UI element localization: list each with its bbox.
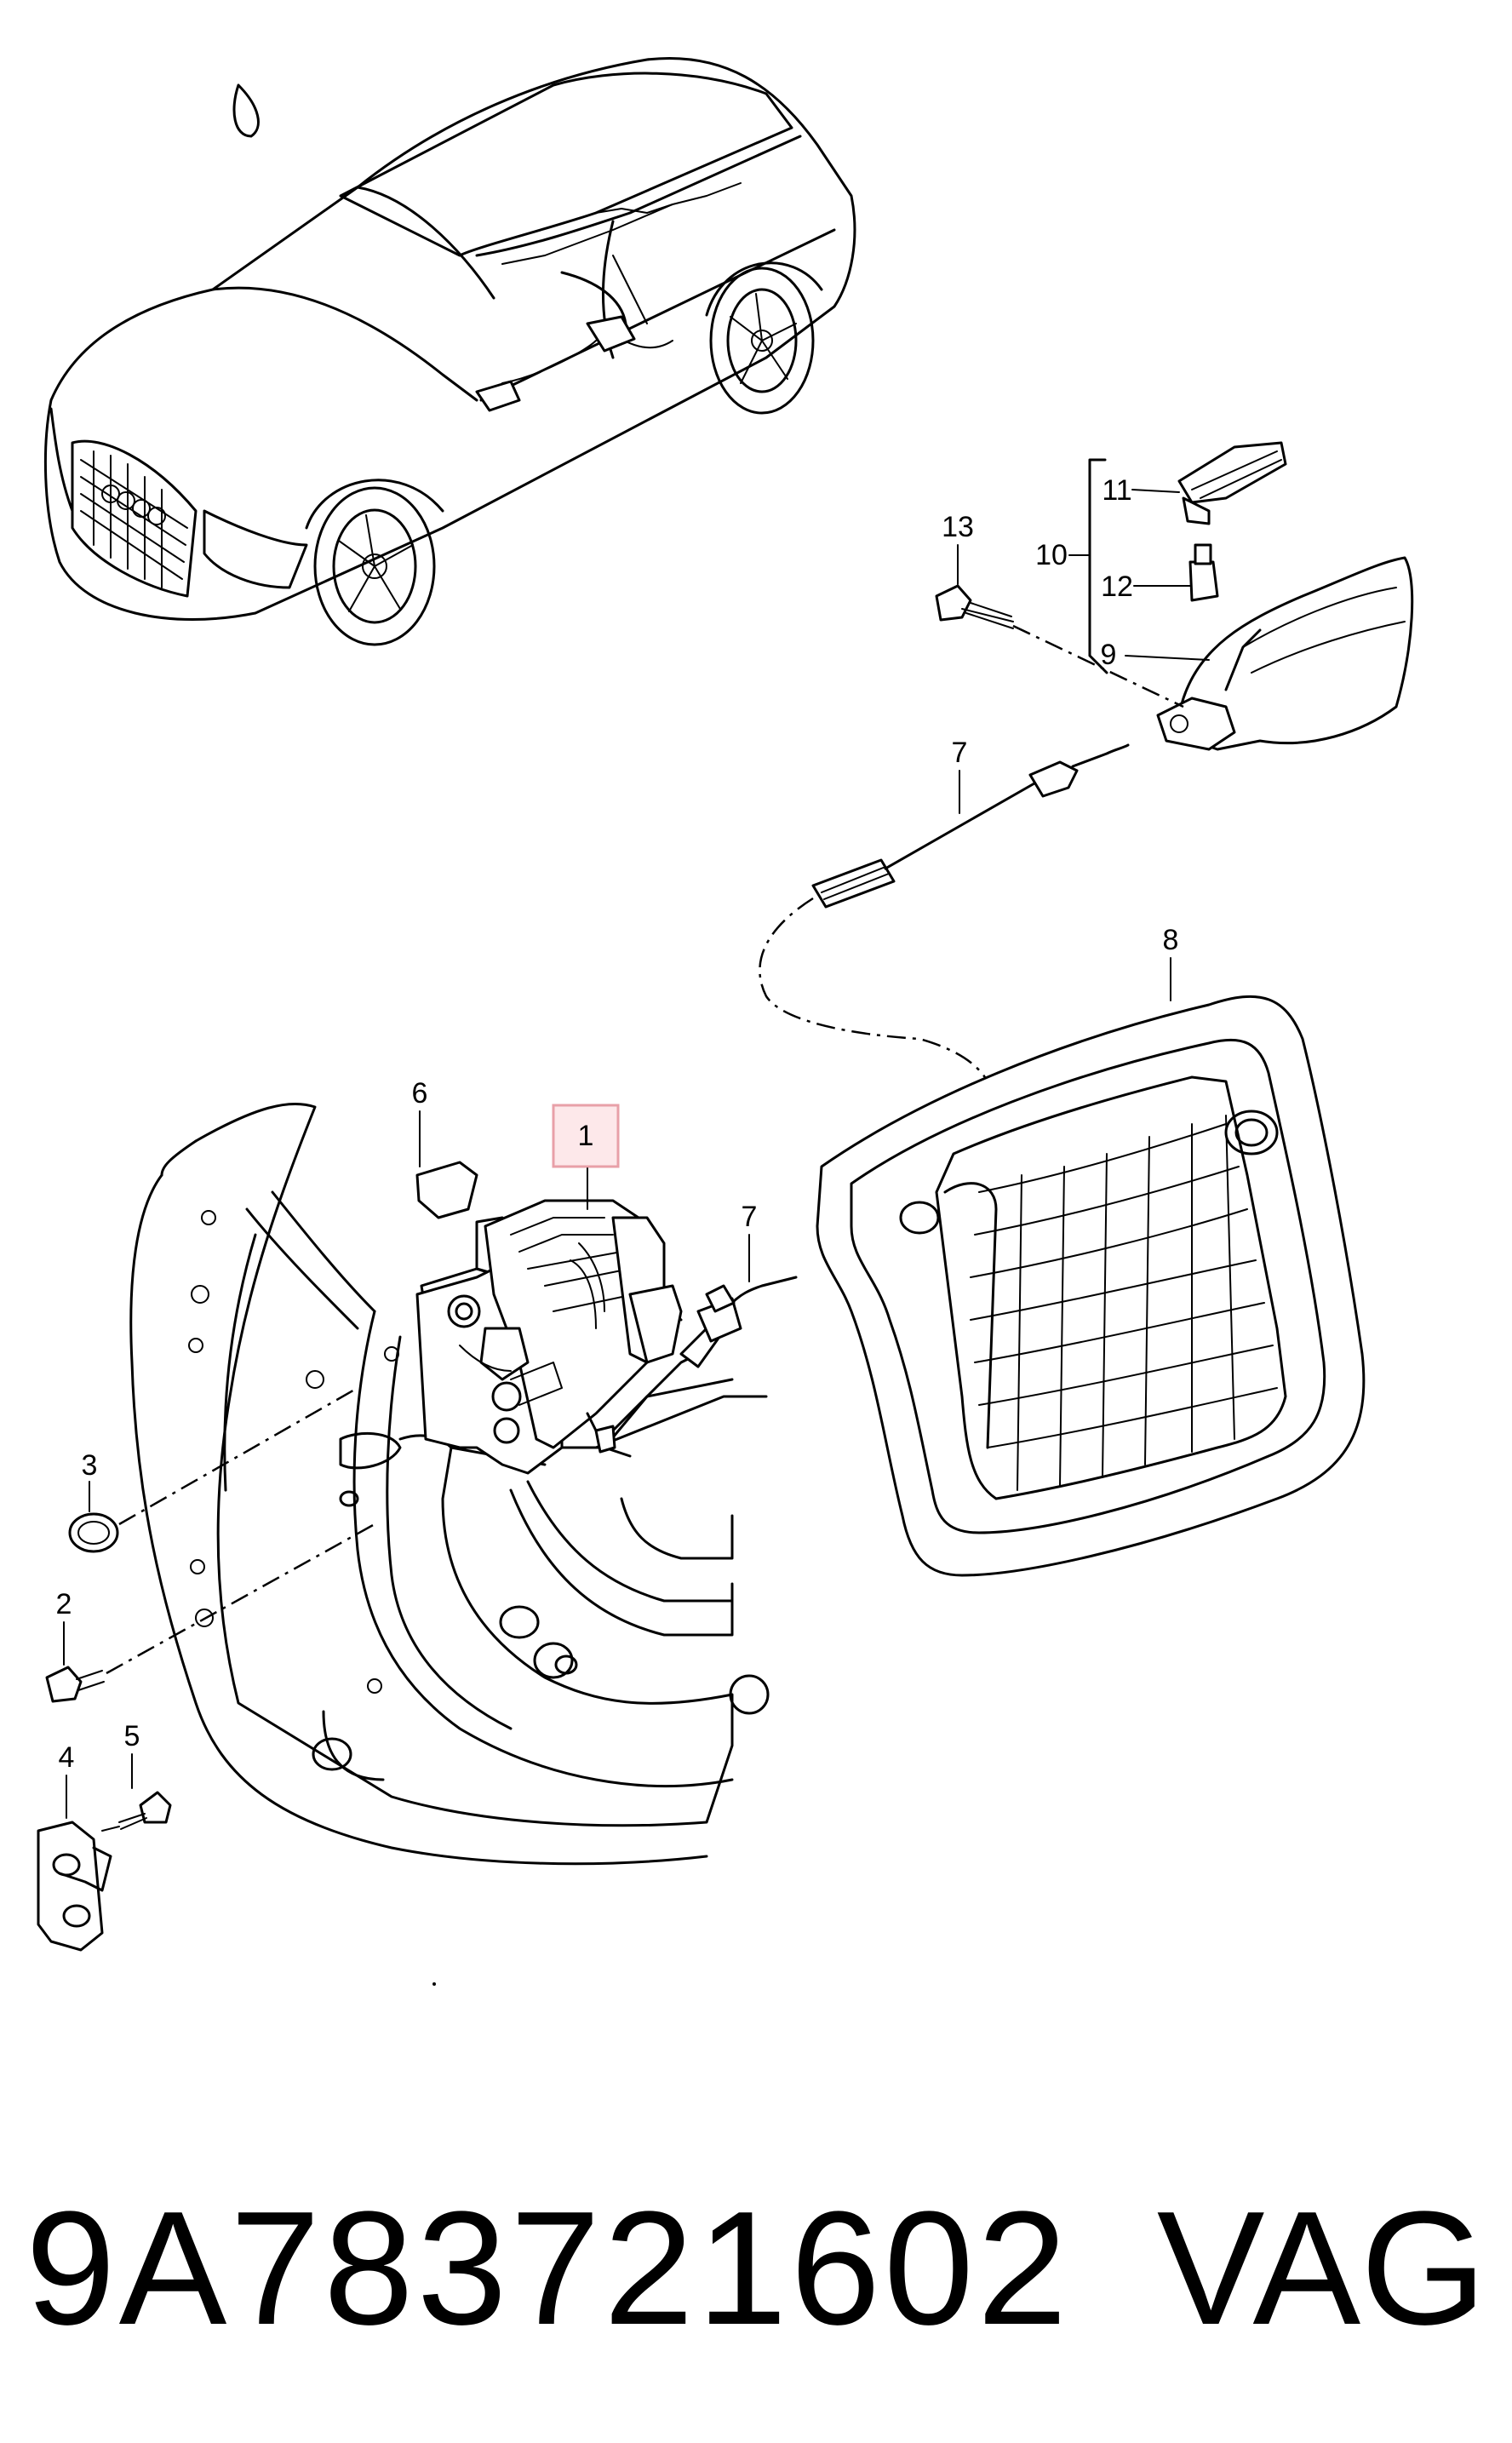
door-lock-actuator — [415, 1104, 798, 1475]
callout-7-upper: 7 — [952, 737, 968, 769]
bowden-cable-upper — [759, 743, 1130, 1158]
callout-7-lower: 7 — [742, 1201, 758, 1233]
callout-labels: 1 2 3 4 5 6 7 7 8 9 10 11 12 13 — [56, 474, 1179, 1774]
part-2-bolt-icon — [45, 1666, 83, 1703]
part-13-screw-icon — [935, 584, 972, 622]
exploded-view-svg: 1 2 3 4 5 6 7 7 8 9 10 11 12 13 — [37, 57, 1414, 1986]
mirror-cable-sensor — [586, 315, 636, 353]
callout-11: 11 — [1102, 474, 1131, 507]
part-number: 9A783721602 — [26, 2178, 1071, 2359]
part-4-striker-icon — [37, 1821, 104, 1952]
door-trim-part-8 — [816, 957, 1366, 1577]
footer-caption: 9A783721602 VAG — [26, 2176, 1486, 2397]
part-3-cap-icon — [68, 1512, 119, 1553]
handle-assembly — [935, 441, 1414, 751]
dot-mark — [432, 1982, 436, 1986]
callout-4: 4 — [59, 1741, 75, 1774]
callout-5: 5 — [124, 1720, 140, 1752]
car-illustration — [43, 57, 856, 646]
callout-2: 2 — [56, 1588, 72, 1620]
callout-12: 12 — [1101, 571, 1133, 603]
callout-1: 1 — [578, 1120, 594, 1152]
callout-1-highlight — [552, 1104, 620, 1168]
callout-9: 9 — [1101, 639, 1117, 671]
callout-3: 3 — [82, 1449, 98, 1482]
callout-13: 13 — [942, 511, 974, 543]
door-panel — [129, 1102, 770, 1866]
callout-8: 8 — [1163, 924, 1179, 956]
part-11-cap-icon — [1177, 441, 1287, 504]
part-12-bulb-icon — [1188, 560, 1219, 602]
callout-10: 10 — [1035, 539, 1068, 571]
small-parts — [37, 1386, 375, 1952]
brand-name: VAG — [1156, 2178, 1486, 2359]
callout-6: 6 — [412, 1077, 428, 1110]
